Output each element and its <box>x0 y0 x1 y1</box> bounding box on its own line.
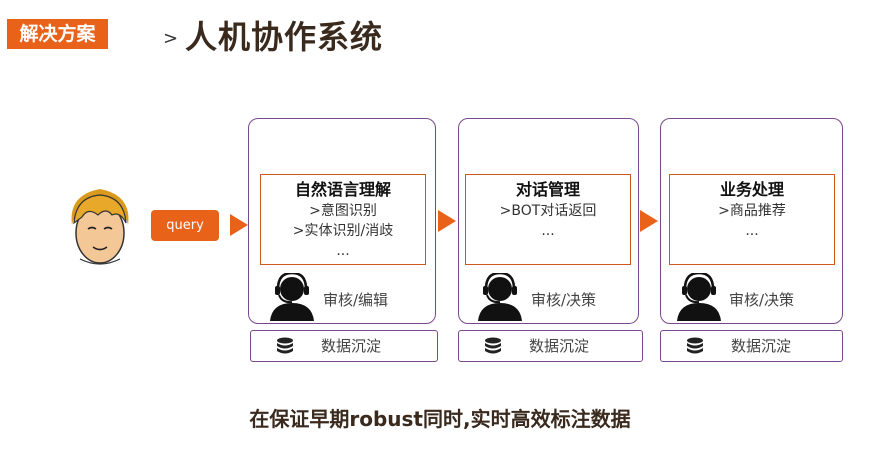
agent-headset-icon <box>478 273 522 321</box>
review-label: 审核/决策 <box>729 291 795 309</box>
data-box: 数据沉淀 <box>250 330 438 362</box>
stage-line: >意图识别 <box>309 203 377 219</box>
database-icon <box>485 337 501 354</box>
stage-module-box: 对话管理 >BOT对话返回 ... <box>465 174 631 265</box>
data-label: 数据沉淀 <box>529 337 590 355</box>
stage-card-dialog: 对话管理 >BOT对话返回 ... 审核/决策 <box>458 118 639 324</box>
arrow-right-icon <box>230 214 248 236</box>
stage-line: >BOT对话返回 <box>499 203 597 219</box>
database-icon <box>277 337 293 354</box>
stage-module-box: 业务处理 >商品推荐 ... <box>669 174 835 265</box>
arrow-right-icon <box>438 210 456 232</box>
data-box: 数据沉淀 <box>660 330 843 362</box>
footer-caption: 在保证早期robust同时,实时高效标注数据 <box>249 407 631 431</box>
section-tag: 解决方案 <box>7 19 108 49</box>
database-icon <box>687 337 703 354</box>
data-label: 数据沉淀 <box>321 337 382 355</box>
stage-card-business: 业务处理 >商品推荐 ... 审核/决策 <box>660 118 843 324</box>
title-arrow: > <box>163 28 179 49</box>
stage-line: ... <box>336 243 350 259</box>
stage-line: ... <box>745 223 759 239</box>
data-box: 数据沉淀 <box>458 330 643 362</box>
stage-heading: 自然语言理解 <box>294 180 391 199</box>
review-label: 审核/决策 <box>531 291 597 309</box>
page-title: 人机协作系统 <box>185 18 384 56</box>
stage-line: ... <box>541 223 555 239</box>
data-label: 数据沉淀 <box>731 337 792 355</box>
stage-line: >实体识别/消歧 <box>292 223 394 239</box>
user-avatar-icon <box>71 189 129 265</box>
stage-heading: 业务处理 <box>719 180 784 199</box>
agent-headset-icon <box>677 273 721 321</box>
arrow-right-icon <box>640 210 658 232</box>
stage-card-nlu: 自然语言理解 >意图识别 >实体识别/消歧 ... 审核/编辑 <box>248 118 436 324</box>
review-label: 审核/编辑 <box>323 291 389 309</box>
stage-module-box: 自然语言理解 >意图识别 >实体识别/消歧 ... <box>260 174 426 265</box>
stage-heading: 对话管理 <box>515 180 580 199</box>
query-button[interactable]: query <box>151 210 219 241</box>
agent-headset-icon <box>270 273 314 321</box>
stage-line: >商品推荐 <box>718 203 786 219</box>
